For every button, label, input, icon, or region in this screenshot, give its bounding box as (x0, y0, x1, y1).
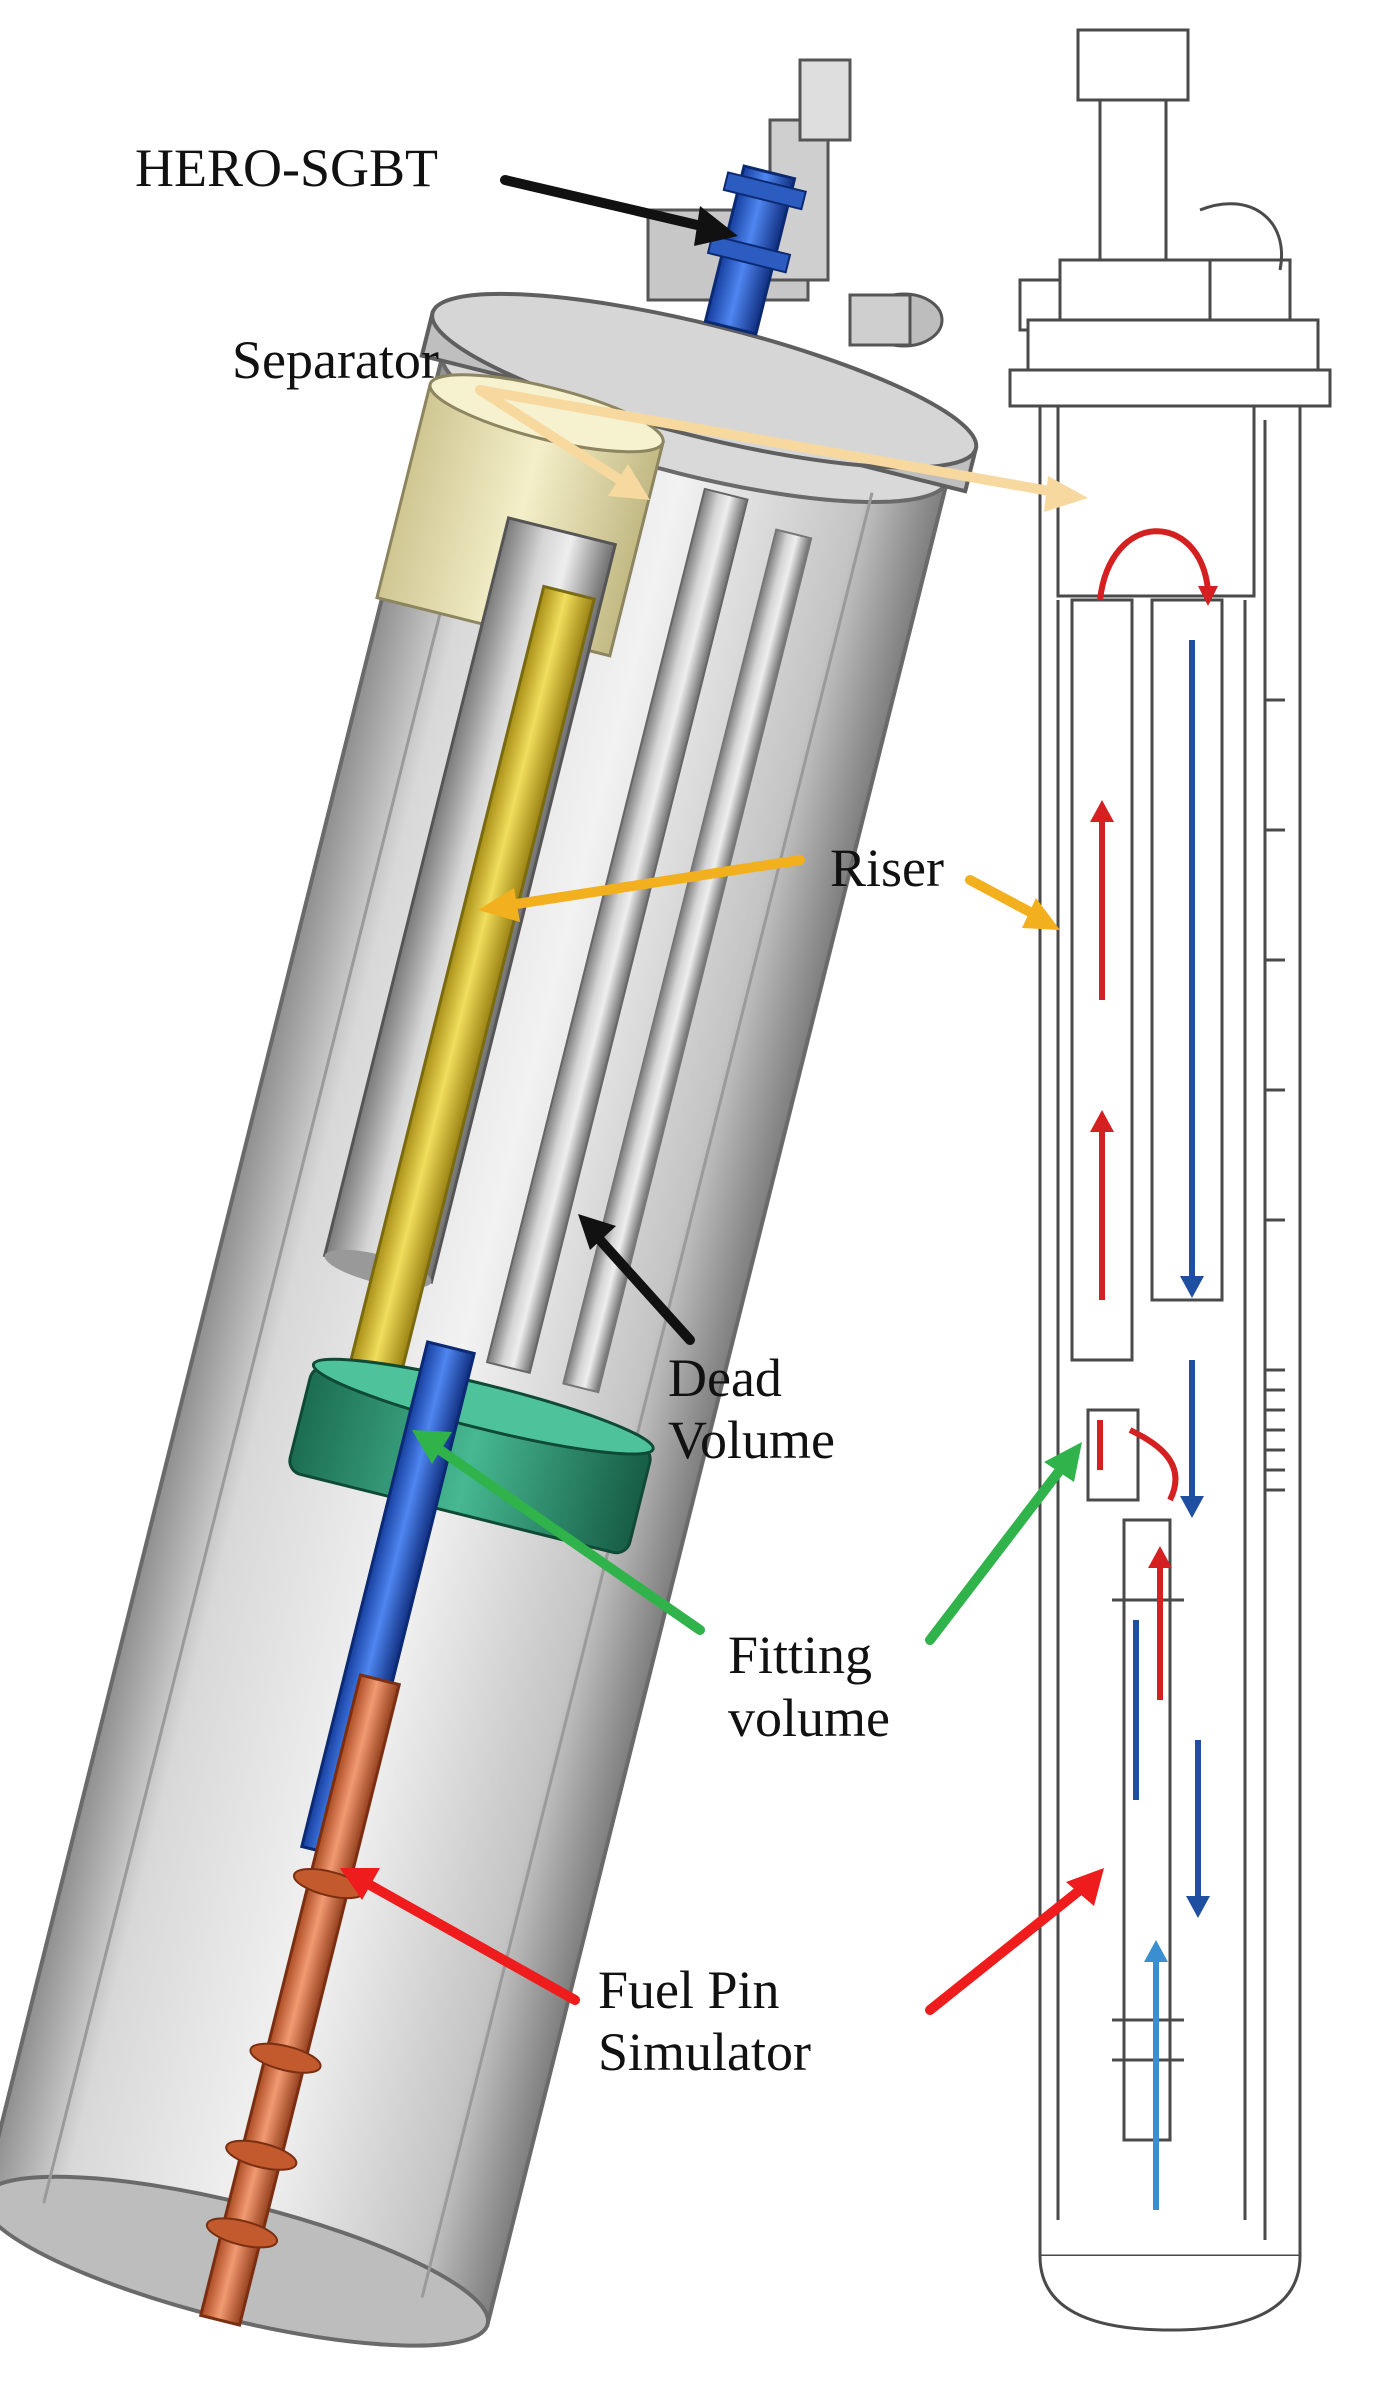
callout-fitting-arrow-right (925, 1465, 1065, 1645)
callout-fuel-head-left (340, 1868, 380, 1900)
callout-hero-sgbt-arrow (500, 175, 715, 233)
label-hero-sgbt: HERO-SGBT (135, 138, 439, 198)
callout-hero-sgbt-head (694, 206, 738, 246)
callout-fitting-arrow-left (435, 1445, 705, 1635)
callout-fitting-head-left (412, 1430, 452, 1464)
flow-arrows (1090, 528, 1218, 2210)
callout-dead-volume-head (578, 1214, 616, 1250)
label-dead-volume-line1: Dead (668, 1348, 782, 1408)
callout-fuel-arrow-left (365, 1880, 580, 2005)
label-fuel-pin-simulator-line1: Fuel Pin (598, 1960, 780, 2020)
flow-up-2-head (1090, 1110, 1114, 1132)
flow-down-4-head (1186, 1896, 1210, 1918)
flow-arc-head (1198, 586, 1218, 606)
label-dead-volume-line2: Volume (668, 1410, 836, 1470)
flow-down-1-head (1180, 1276, 1204, 1298)
callout-separator-arrow-left (475, 385, 625, 485)
label-fuel-pin-simulator-line2: Simulator (598, 2022, 811, 2082)
fuel-pin-3d (198, 1673, 402, 2327)
callout-riser-head-left (478, 888, 520, 922)
flow-down-2-head (1180, 1496, 1204, 1518)
flow-up-1-head (1090, 800, 1114, 822)
fitting-block-3d (288, 1357, 655, 1555)
callout-arrows (340, 175, 1104, 2015)
hero-sgbt-3d (703, 164, 807, 336)
callout-fuel-arrow-right (925, 1885, 1085, 2015)
label-fitting-volume-line2: volume (728, 1688, 890, 1748)
vessel-3d-view (0, 58, 979, 2348)
callout-dead-volume-arrow (595, 1235, 695, 1345)
flow-inlet-1-head (1144, 1940, 1168, 1962)
callout-separator-head-left (608, 464, 650, 500)
side-tube-1 (485, 487, 749, 1375)
callout-riser-head-right (1022, 898, 1060, 930)
callout-riser-arrow-right (965, 875, 1035, 917)
label-fitting-volume-line1: Fitting (728, 1625, 873, 1685)
callout-riser-arrow-left (505, 855, 805, 910)
flow-up-4 (1097, 1420, 1179, 1502)
flow-up-3-head (1148, 1546, 1172, 1568)
callout-fuel-head-right (1066, 1868, 1104, 1906)
callout-separator-arrow-right (475, 385, 1060, 497)
side-tube-2 (562, 528, 813, 1394)
label-riser: Riser (830, 838, 944, 898)
callout-separator-head-right (1044, 476, 1088, 512)
label-separator: Separator (232, 330, 439, 390)
flow-arc-top (1097, 528, 1211, 601)
vessel-schematic-view (1008, 28, 1332, 2332)
callout-fitting-head-right (1044, 1442, 1082, 1482)
